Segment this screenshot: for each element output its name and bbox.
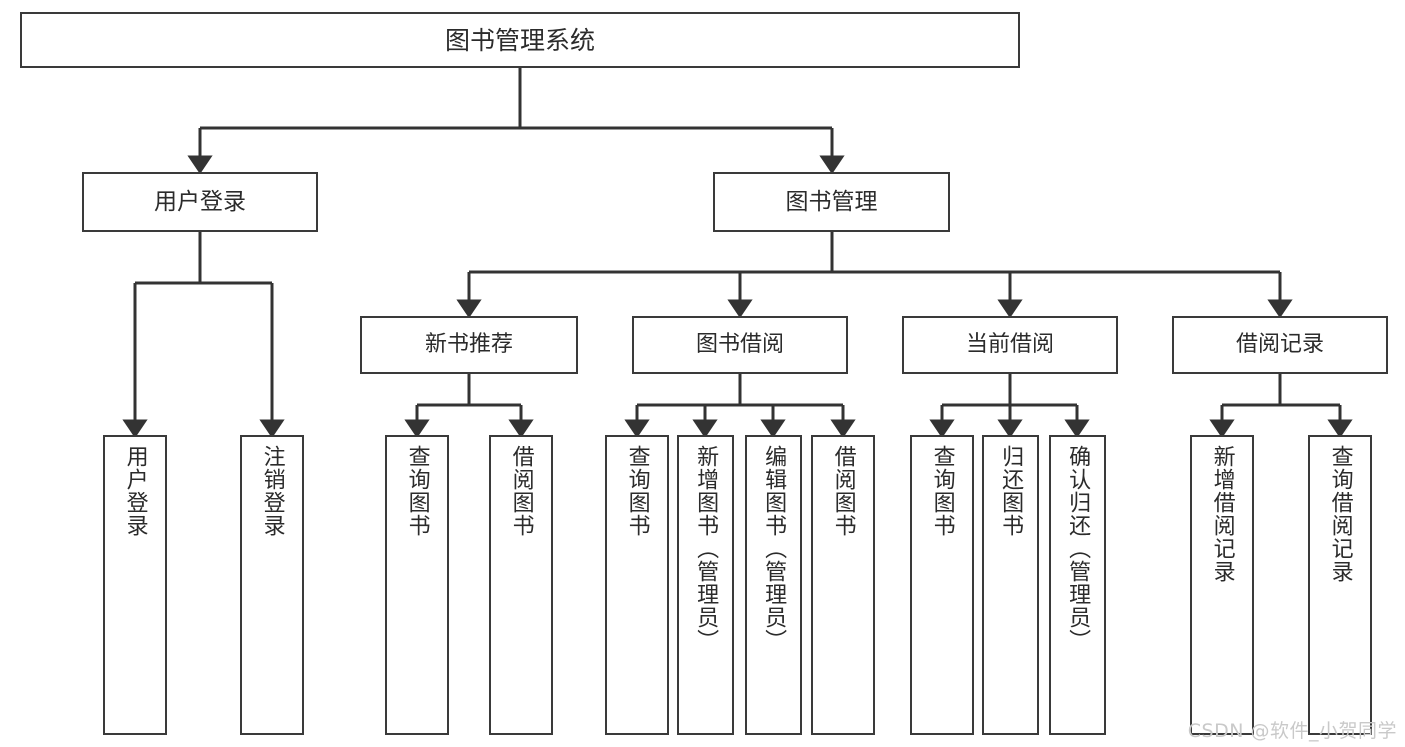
node-add-borrow-record[interactable]: 新增借阅记录: [1190, 435, 1254, 735]
node-edit-book-admin[interactable]: 编辑图书（管理员）: [745, 435, 802, 735]
node-user-login-action[interactable]: 用户登录: [103, 435, 167, 735]
node-label: 借阅图书: [508, 445, 534, 537]
watermark-text: CSDN @软件_小贺同学: [1187, 720, 1397, 742]
node-root-system[interactable]: 图书管理系统: [20, 12, 1020, 68]
node-label: 新增借阅记录: [1209, 445, 1235, 583]
node-label: 用户登录: [154, 188, 246, 215]
node-label: 编辑图书（管理员）: [761, 445, 787, 652]
node-current-borrow[interactable]: 当前借阅: [902, 316, 1118, 374]
node-borrow-record[interactable]: 借阅记录: [1172, 316, 1388, 374]
node-add-book-admin[interactable]: 新增图书（管理员）: [677, 435, 734, 735]
node-label: 用户登录: [122, 445, 148, 537]
node-confirm-return-admin[interactable]: 确认归还（管理员）: [1049, 435, 1106, 735]
node-label: 新增图书（管理员）: [693, 445, 719, 652]
node-label: 当前借阅: [965, 332, 1054, 357]
node-book-borrow[interactable]: 图书借阅: [632, 316, 848, 374]
node-new-book-recommend[interactable]: 新书推荐: [360, 316, 578, 374]
node-label: 图书管理系统: [444, 25, 595, 55]
node-label: 确认归还（管理员）: [1065, 445, 1091, 652]
node-label: 新书推荐: [424, 332, 513, 357]
node-borrow-book-2[interactable]: 借阅图书: [811, 435, 875, 735]
node-query-book-3[interactable]: 查询图书: [910, 435, 974, 735]
node-label: 注销登录: [259, 445, 285, 537]
node-book-management[interactable]: 图书管理: [713, 172, 950, 232]
node-label: 查询借阅记录: [1327, 445, 1353, 583]
node-label: 归还图书: [998, 445, 1024, 537]
node-query-book-2[interactable]: 查询图书: [605, 435, 669, 735]
node-label: 图书借阅: [695, 332, 784, 357]
node-return-book[interactable]: 归还图书: [982, 435, 1039, 735]
node-label: 借阅图书: [830, 445, 856, 537]
node-user-login[interactable]: 用户登录: [82, 172, 318, 232]
node-borrow-book-1[interactable]: 借阅图书: [489, 435, 553, 735]
node-label: 查询图书: [624, 445, 650, 537]
node-label: 查询图书: [404, 445, 430, 537]
node-user-logout-action[interactable]: 注销登录: [240, 435, 304, 735]
node-query-borrow-record[interactable]: 查询借阅记录: [1308, 435, 1372, 735]
node-label: 图书管理: [785, 188, 878, 215]
node-label: 查询图书: [929, 445, 955, 537]
node-label: 借阅记录: [1235, 332, 1324, 357]
node-query-book-1[interactable]: 查询图书: [385, 435, 449, 735]
